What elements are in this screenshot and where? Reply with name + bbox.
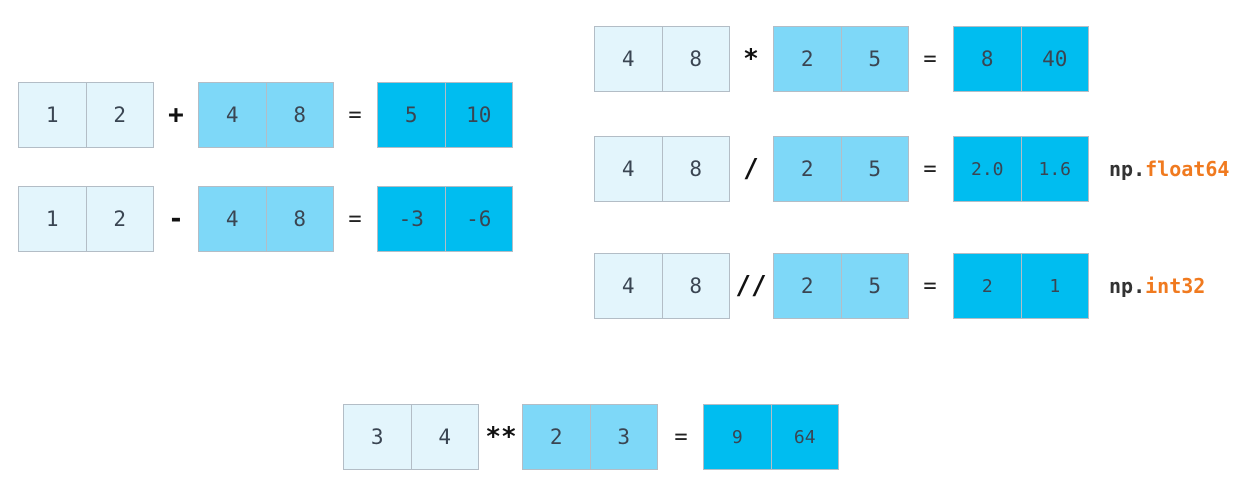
array-cell: 8 (265, 187, 334, 251)
array-cell: 2 (800, 47, 814, 71)
result-dtype-label: np.int32 (1109, 253, 1205, 319)
operand-b-array: 2 3 (522, 404, 658, 470)
operand-a-array: 4 8 (594, 136, 730, 202)
dtype-name: float64 (1145, 157, 1230, 181)
array-cell: -6 (444, 187, 513, 251)
array-cell: 8 (661, 254, 730, 318)
array-cell: 10 (444, 83, 513, 147)
dtype-prefix: np. (1109, 157, 1146, 181)
array-cell: 3 (589, 405, 658, 469)
operand-b-array: 4 8 (198, 186, 334, 252)
equals-sign: = (348, 102, 362, 128)
array-cell: 4 (225, 103, 239, 127)
result-array: 8 40 (953, 26, 1089, 92)
array-cell: 2.0 (970, 158, 1004, 180)
operand-a-array: 4 8 (594, 253, 730, 319)
result-array: 9 64 (703, 404, 839, 470)
array-cell: 4 (225, 207, 239, 231)
array-cell: 4 (621, 274, 635, 298)
subtraction-row: 1 2 - 4 8 = -3 -6 (18, 186, 518, 252)
array-cell: 5 (404, 103, 418, 127)
result-array: 2.0 1.6 (953, 136, 1089, 202)
division-row: 4 8 / 2 5 = 2.0 1.6 np.float64 (594, 136, 1239, 202)
equals-sign: = (923, 156, 937, 182)
array-cell: 3 (370, 425, 384, 449)
array-cell: 5 (840, 137, 909, 201)
equals-sign: = (923, 46, 937, 72)
dtype-prefix: np. (1109, 274, 1146, 298)
operand-a-array: 1 2 (18, 82, 154, 148)
array-cell: 8 (265, 83, 334, 147)
array-cell: 1.6 (1020, 137, 1089, 201)
array-cell: 5 (840, 27, 909, 91)
equals-sign: = (923, 273, 937, 299)
array-cell: 2 (981, 275, 993, 297)
array-cell: 1 (45, 207, 59, 231)
array-cell: 1 (45, 103, 59, 127)
operand-b-array: 2 5 (773, 26, 909, 92)
operand-a-array: 1 2 (18, 186, 154, 252)
operand-a-array: 4 8 (594, 26, 730, 92)
array-cell: 2 (85, 83, 154, 147)
result-array: -3 -6 (377, 186, 513, 252)
array-cell: -3 (398, 207, 424, 231)
operand-b-array: 2 5 (773, 253, 909, 319)
divide-operator: / (743, 154, 759, 184)
floor-division-row: 4 8 // 2 5 = 2 1 np.int32 (594, 253, 1239, 319)
result-array: 2 1 (953, 253, 1089, 319)
power-operator: ** (485, 422, 517, 452)
operand-a-array: 3 4 (343, 404, 479, 470)
equals-sign: = (348, 206, 362, 232)
result-dtype-label: np.float64 (1109, 136, 1229, 202)
array-cell: 2 (800, 274, 814, 298)
addition-row: 1 2 + 4 8 = 5 10 (18, 82, 518, 148)
array-cell: 8 (661, 137, 730, 201)
array-cell: 5 (840, 254, 909, 318)
array-cell: 9 (731, 426, 743, 448)
array-cell: 1 (1020, 254, 1089, 318)
array-cell: 40 (1020, 27, 1089, 91)
operand-b-array: 4 8 (198, 82, 334, 148)
multiplication-row: 4 8 * 2 5 = 8 40 (594, 26, 1094, 92)
floor-divide-operator: // (735, 271, 767, 301)
plus-operator: + (168, 100, 184, 130)
power-row: 3 4 ** 2 3 = 9 64 (343, 404, 843, 470)
dtype-name: int32 (1145, 274, 1206, 298)
array-cell: 4 (621, 47, 635, 71)
array-cell: 2 (85, 187, 154, 251)
array-cell: 4 (621, 157, 635, 181)
array-cell: 4 (410, 405, 479, 469)
result-array: 5 10 (377, 82, 513, 148)
array-cell: 2 (549, 425, 563, 449)
array-cell: 64 (770, 405, 839, 469)
operand-b-array: 2 5 (773, 136, 909, 202)
multiply-operator: * (743, 44, 759, 74)
array-cell: 8 (661, 27, 730, 91)
equals-sign: = (674, 424, 688, 450)
array-cell: 2 (800, 157, 814, 181)
array-cell: 8 (980, 47, 994, 71)
minus-operator: - (168, 204, 184, 234)
